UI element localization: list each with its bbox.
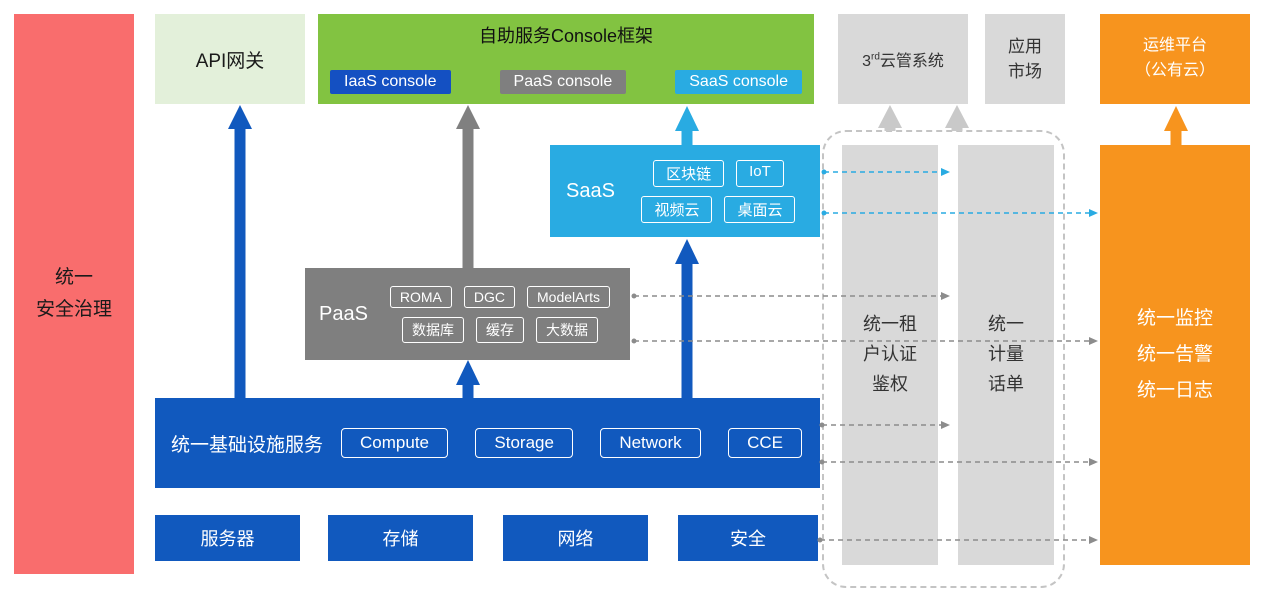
console-frame-box: 自助服务Console框架 IaaS console PaaS console … [318, 14, 814, 104]
paas-items: ROMA DGC ModelArts 数据库 缓存 大数据 [380, 285, 620, 343]
paas-item-dgc: DGC [463, 285, 516, 308]
server-box: 服务器 [155, 515, 300, 561]
third-cloud-suffix: 云管系统 [879, 53, 944, 70]
paas-layer-box: PaaS ROMA DGC ModelArts 数据库 缓存 大数据 [305, 268, 630, 360]
security-box: 安全 [678, 515, 818, 561]
tenant-auth-bar: 统一租 户认证 鉴权 [842, 145, 938, 565]
saas-item-desktop-cloud: 桌面云 [724, 195, 796, 223]
iaas-console-chip: IaaS console [330, 70, 451, 94]
infrastructure-label: 统一基础设施服务 [171, 434, 324, 456]
saas-layer-label: SaaS [566, 179, 615, 202]
saas-layer-box: SaaS 区块链 IoT 视频云 桌面云 [550, 145, 820, 237]
om-platform-box: 运维平台 （公有云） [1100, 14, 1250, 104]
saas-items: 区块链 IoT 视频云 桌面云 [629, 159, 808, 223]
paas-layer-label: PaaS [319, 302, 368, 325]
arrow-paas-to-console [456, 105, 480, 268]
paas-item-bigdata: 大数据 [535, 316, 598, 343]
app-market-box: 应用 市场 [985, 14, 1065, 104]
saas-item-video-cloud: 视频云 [641, 195, 713, 223]
arrow-auth-to-third-cloud [878, 105, 902, 131]
arrow-metering-to-third-cloud [945, 105, 969, 131]
arrow-infra-to-saas [675, 239, 699, 398]
infra-item-storage: Storage [475, 428, 573, 458]
saas-item-iot: IoT [736, 159, 784, 187]
third-party-cloud-label: 3rd云管系统 [862, 47, 944, 71]
infrastructure-layer-box: 统一基础设施服务 Compute Storage Network CCE [155, 398, 820, 488]
arrow-monitor-to-om-platform [1164, 106, 1188, 145]
infra-item-compute: Compute [341, 428, 448, 458]
monitoring-alarm-log-bar: 统一监控 统一告警 统一日志 [1100, 145, 1250, 565]
paas-item-database: 数据库 [401, 316, 464, 343]
api-gateway-box: API网关 [155, 14, 305, 104]
infrastructure-items: Compute Storage Network CCE [341, 428, 804, 458]
third-cloud-superscript: rd [870, 51, 880, 63]
console-chips: IaaS console PaaS console SaaS console [330, 70, 802, 94]
infra-item-network: Network [600, 428, 701, 458]
arrow-infra-to-paas [456, 360, 480, 398]
third-cloud-prefix: 3 [862, 53, 871, 70]
arrow-infra-to-api-gateway [228, 105, 252, 398]
network-box: 网络 [503, 515, 648, 561]
security-governance-bar: 统一 安全治理 [14, 14, 134, 574]
third-party-cloud-box: 3rd云管系统 [838, 14, 968, 104]
tenant-services-dashed-group [822, 130, 1065, 588]
saas-item-blockchain: 区块链 [653, 159, 725, 187]
console-frame-title: 自助服务Console框架 [478, 26, 654, 46]
arrow-saas-to-console [675, 106, 699, 145]
paas-item-modelarts: ModelArts [527, 285, 611, 308]
saas-console-chip: SaaS console [675, 70, 802, 94]
paas-console-chip: PaaS console [499, 70, 627, 94]
infra-item-cce: CCE [728, 428, 802, 458]
paas-item-roma: ROMA [389, 285, 452, 308]
metering-billing-bar: 统一 计量 话单 [958, 145, 1054, 565]
storage-box: 存储 [328, 515, 473, 561]
paas-item-cache: 缓存 [475, 316, 524, 343]
